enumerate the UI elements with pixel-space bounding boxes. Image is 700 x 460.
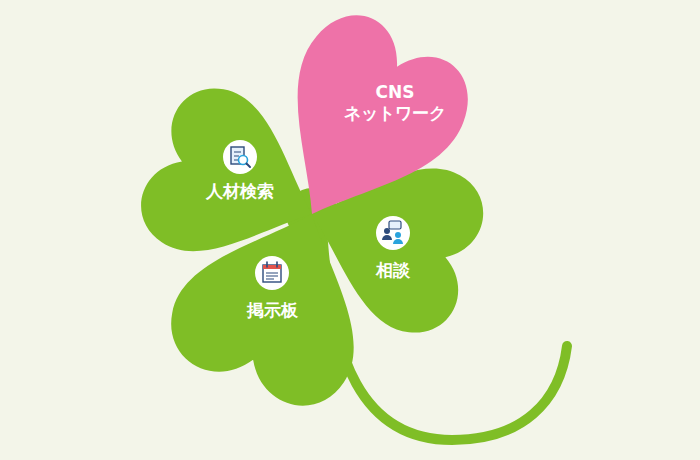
people-icon [376,216,410,250]
search-icon [223,140,257,174]
speech-bubble [389,221,401,229]
icon-circle [223,140,257,174]
calendar-icon [255,256,289,290]
leaf-shape [237,0,487,258]
person-body [382,235,392,240]
person-body [393,239,403,244]
clover-leaf: CNS ネットワーク [237,0,487,258]
magnifier-handle [247,164,251,168]
calendar-body [263,265,281,282]
icon-circle [255,256,289,290]
calendar-rings [267,262,277,267]
person-head [395,232,401,238]
person-head [384,228,390,234]
heart-leaf [156,179,399,420]
clover-leaf: 掲示板 [155,178,399,421]
calendar-lines [266,273,278,279]
icon-circle [376,216,410,250]
heart-leaf [237,0,486,257]
leaf-label: 人材検索 [206,181,274,202]
leaf-label: 掲示板 [247,300,298,321]
leaf-shape [155,178,399,421]
calendar-band [263,265,281,269]
leaf-label: 相談 [376,260,410,281]
leaf-label: CNS ネットワーク [325,82,465,125]
